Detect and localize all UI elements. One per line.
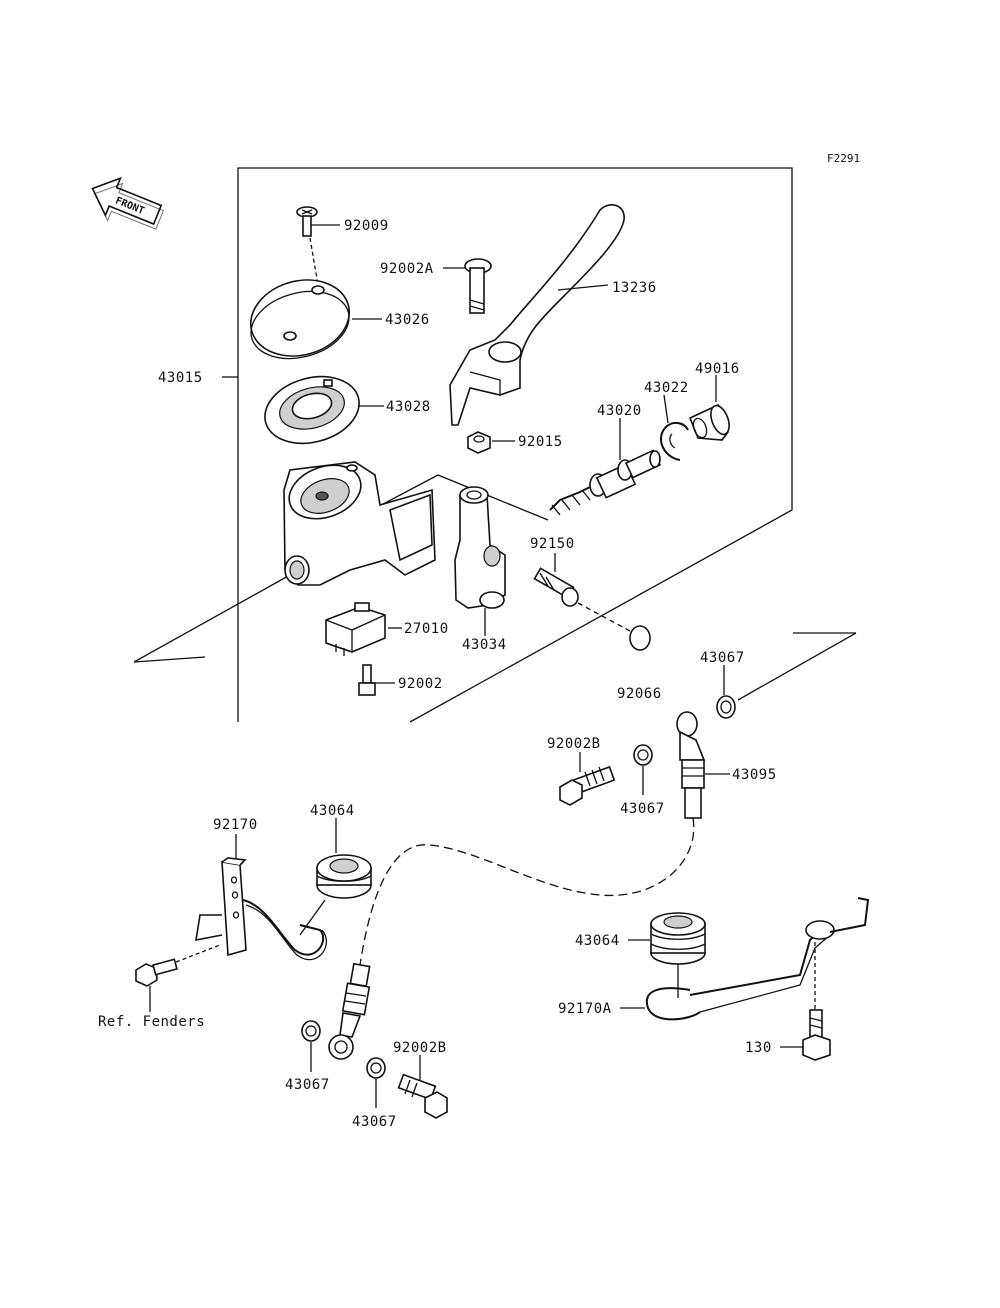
master-cylinder-body: [283, 461, 436, 586]
label-43064-left: 43064: [310, 803, 355, 819]
label-43028: 43028: [386, 399, 431, 415]
figure-code: F2291: [827, 152, 860, 165]
label-92002B-top: 92002B: [547, 736, 601, 752]
label-43095: 43095: [732, 767, 777, 783]
label-92002B-bottom: 92002B: [393, 1040, 447, 1056]
flange-bolt-130: [780, 942, 831, 1061]
bracket-bolt: [135, 944, 221, 1012]
label-92066: 92066: [617, 686, 662, 702]
label-43026: 43026: [385, 312, 430, 328]
piston-assembly-43020: [549, 418, 662, 516]
label-92002: 92002: [398, 676, 443, 692]
clamp-bolt-92150: [533, 553, 651, 651]
screw-92002: [358, 664, 395, 696]
label-27010: 27010: [404, 621, 449, 637]
label-43067-top: 43067: [700, 650, 745, 666]
label-92170: 92170: [213, 817, 258, 833]
diaphragm-43028: [264, 375, 384, 445]
banjo-bolt-92002B-top: [559, 752, 616, 806]
washer-43067-bottom: [366, 1057, 386, 1108]
grommet-43064-left: [299, 818, 372, 936]
brake-switch-27010: [325, 602, 402, 656]
washer-43067-top: [716, 632, 857, 719]
washer-43067-mid: [633, 744, 653, 795]
hose-upper-fitting-43095: [676, 711, 730, 819]
banjo-bolt-92002B-bottom: [397, 1055, 448, 1119]
circlip-43022: [660, 394, 689, 461]
label-92002A: 92002A: [380, 261, 434, 277]
label-ref-fenders: Ref. Fenders: [98, 1014, 205, 1030]
label-43020: 43020: [597, 403, 642, 419]
front-arrow-icon: FRONT: [91, 176, 165, 230]
label-49016: 49016: [695, 361, 740, 377]
washer-43067-bl: [301, 1020, 321, 1072]
pivot-bolt-92002A: [443, 258, 492, 314]
label-43067-mid: 43067: [620, 801, 665, 817]
label-92150: 92150: [530, 536, 575, 552]
label-43022: 43022: [644, 380, 689, 396]
screw-92009: [296, 206, 340, 286]
bracket-92170: [195, 834, 328, 961]
label-13236: 13236: [612, 280, 657, 296]
label-92015: 92015: [518, 434, 563, 450]
brake-hose: [359, 817, 695, 966]
grommet-43064-right: [628, 912, 706, 998]
label-130: 130: [745, 1040, 772, 1056]
label-43067-bottom: 43067: [352, 1114, 397, 1130]
hose-clamp-92170A: [620, 897, 870, 1021]
label-43034: 43034: [462, 637, 507, 653]
label-43064-right: 43064: [575, 933, 620, 949]
label-92009: 92009: [344, 218, 389, 234]
brake-lever-13236: [449, 204, 625, 426]
label-43015: 43015: [158, 370, 203, 386]
hose-lower-fitting: [328, 962, 371, 1060]
label-43067-bl: 43067: [285, 1077, 330, 1093]
reservoir-cap-43026: [249, 279, 382, 360]
dust-boot-49016: [688, 375, 730, 441]
label-92170A: 92170A: [558, 1001, 612, 1017]
holder-clamp-43034: [454, 486, 506, 636]
nut-92015: [467, 431, 515, 454]
